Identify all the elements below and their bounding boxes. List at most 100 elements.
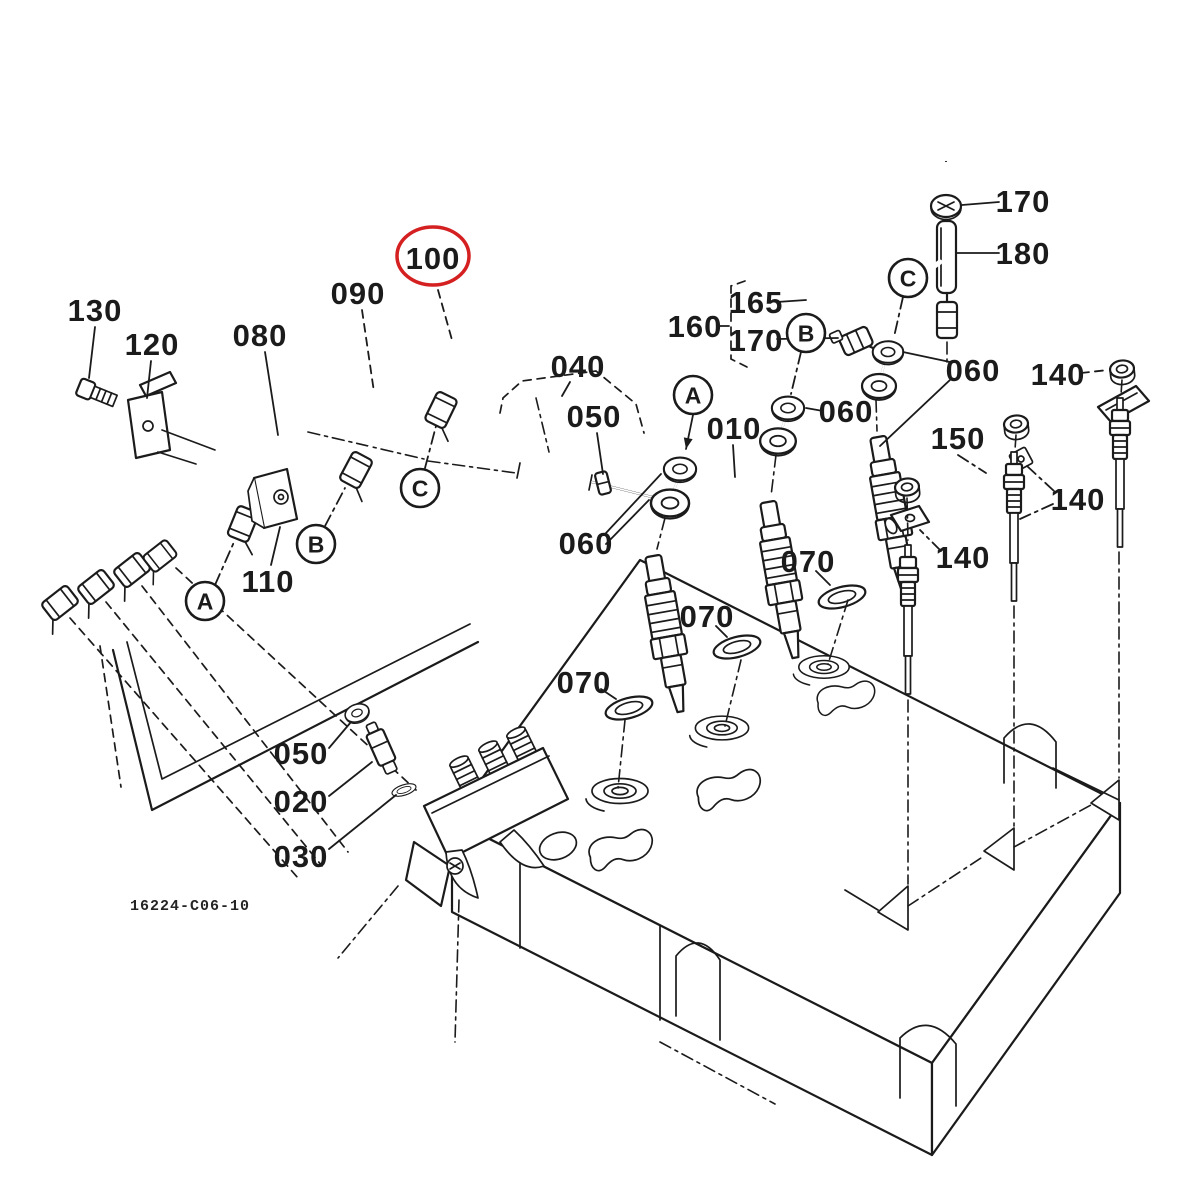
- leader-line: [790, 351, 802, 395]
- ref-letter-circle: [672, 374, 714, 416]
- leader-line: [961, 201, 1000, 206]
- part-label-060-15: 060: [559, 473, 662, 561]
- leader-line: [815, 570, 831, 586]
- leader-line: [893, 296, 904, 338]
- part-number-text: 140: [936, 540, 991, 575]
- part-label-070-22: 070: [781, 544, 834, 586]
- overflow-pipe-assembly: [801, 146, 963, 367]
- ref-letter-A-0: A: [184, 541, 235, 622]
- part-label-020-24: 020: [274, 761, 373, 819]
- part-label-170-10: 170: [729, 323, 839, 358]
- pipe-projection-dashes: [69, 567, 417, 879]
- ref-letter-B-4: B: [785, 312, 827, 395]
- ref-letter-circle: [295, 523, 337, 565]
- bolt-130: [75, 377, 118, 408]
- fuel-line-040-050: [427, 397, 654, 499]
- part-number-text: 110: [241, 564, 294, 599]
- part-label-165-9: 165: [729, 285, 807, 320]
- ref-letter-text: A: [197, 589, 214, 615]
- leader-line: [361, 309, 375, 393]
- part-number-text: 170: [729, 323, 784, 358]
- part-label-150-16: 150: [931, 421, 987, 474]
- ref-letter-C-5: C: [887, 257, 929, 338]
- leader-line: [424, 425, 437, 469]
- part-number-text: 050: [274, 736, 329, 771]
- pipe-clamp-110: [247, 467, 299, 530]
- injection-pipes-group: [32, 327, 472, 636]
- ref-letter-C-2: C: [399, 425, 441, 509]
- part-label-110-26: 110: [241, 526, 294, 599]
- part-number-text: 050: [567, 399, 622, 434]
- part-label-130-0: 130: [68, 293, 123, 379]
- injector-group: [602, 432, 924, 789]
- part-number-text: 030: [274, 839, 329, 874]
- part-number-text: 100: [406, 241, 461, 276]
- leader-line: [437, 289, 453, 341]
- leader-line: [264, 351, 279, 436]
- leader-line: [328, 761, 373, 797]
- part-number-text: 170: [996, 184, 1051, 219]
- ref-letter-text: B: [308, 532, 325, 558]
- part-label-170-11: 170: [961, 184, 1051, 219]
- part-number-text: 060: [819, 394, 874, 429]
- group-bracket-040: [499, 370, 645, 434]
- leader-line: [879, 378, 952, 447]
- part-label-080-2: 080: [233, 318, 286, 436]
- part-number-text: 090: [331, 276, 386, 311]
- leader-line: [957, 454, 987, 474]
- part-label-160-8: 160: [668, 309, 730, 344]
- ref-letter-text: B: [798, 321, 815, 347]
- part-number-text: 010: [707, 411, 762, 446]
- leader-line: [902, 351, 951, 363]
- leader-line: [715, 625, 728, 638]
- leader-line: [732, 444, 736, 478]
- highlight-circle: [395, 225, 471, 287]
- part-number-text: 140: [1051, 482, 1106, 517]
- part-label-030-25: 030: [274, 794, 397, 874]
- part-number-text: 160: [668, 309, 723, 344]
- ref-letter-text: C: [900, 266, 917, 292]
- leader-line: [1026, 465, 1055, 492]
- leader-line: [328, 794, 397, 850]
- leader-line: [561, 381, 571, 397]
- part-label-070-21: 070: [680, 599, 735, 638]
- return-joint-170: [828, 325, 874, 357]
- part-label-060-13: 060: [879, 351, 1001, 447]
- part-number-text: 070: [680, 599, 735, 634]
- part-label-100-4: 100: [395, 225, 471, 341]
- leader-line: [1019, 503, 1054, 520]
- part-label-140-19: 140: [919, 529, 991, 575]
- ref-letter-text: A: [685, 383, 702, 409]
- part-label-050-6: 050: [567, 399, 622, 475]
- part-label-140-17: 140: [1031, 357, 1109, 392]
- part-number-text: 060: [946, 353, 1001, 388]
- leader-line: [596, 432, 604, 475]
- pump-delivery-parts: [341, 699, 570, 1043]
- ref-letter-circle: [887, 257, 929, 299]
- drawing-number: 16224-C06-10: [130, 898, 251, 915]
- leader-line: [88, 326, 96, 379]
- leader-line: [328, 721, 352, 749]
- part-number-text: 130: [68, 293, 123, 328]
- leader-line: [146, 360, 152, 399]
- leader-line: [605, 499, 650, 545]
- pump-mount-plate: [99, 623, 480, 812]
- leader-line: [919, 529, 942, 552]
- ref-letter-circle: [184, 580, 226, 622]
- part-label-010-7: 010: [707, 411, 762, 478]
- part-number-text: 020: [274, 784, 329, 819]
- leader-line: [270, 526, 281, 566]
- part-number-text: 120: [125, 327, 180, 362]
- ref-letter-circle: [399, 467, 441, 509]
- part-label-050-23: 050: [274, 721, 352, 771]
- leader-line: [1080, 369, 1109, 374]
- group-bracket-160: [730, 280, 748, 368]
- leader-arrowhead: [683, 437, 693, 449]
- part-label-070-20: 070: [557, 665, 617, 700]
- leader-line: [214, 541, 235, 586]
- leader-line: [805, 407, 824, 412]
- part-label-040-5: 040: [551, 349, 604, 397]
- cylinder-head-block: [337, 558, 1122, 1157]
